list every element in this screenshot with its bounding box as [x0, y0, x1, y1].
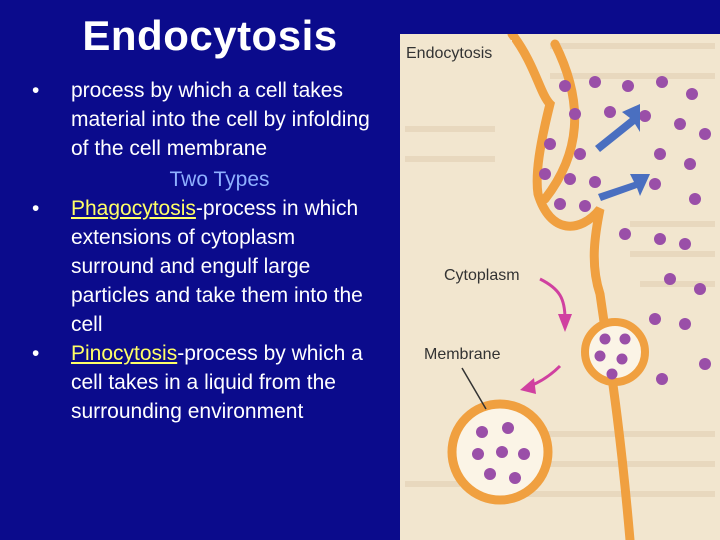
intro-text: process by which a cell takes material i… — [71, 79, 370, 160]
vesicle-particles — [472, 333, 631, 484]
bullet-glyph: • — [32, 342, 40, 365]
figure-title: Endocytosis — [406, 45, 492, 62]
bullet-phagocytosis: • Phagocytosis-process in which extensio… — [32, 194, 372, 339]
bullet-intro: • process by which a cell takes material… — [32, 76, 372, 163]
membrane-pointer — [461, 367, 487, 410]
cytoplasm-arrow — [539, 277, 567, 320]
definition-phagocytosis: -process in which extensions of cytoplas… — [71, 197, 363, 336]
faint-text-texture — [405, 43, 715, 497]
figure-title-backdrop — [402, 40, 512, 64]
membrane-fold — [540, 39, 580, 204]
page-title: Endocytosis — [82, 12, 338, 59]
endocytosis-figure: Endocytosis Cytoplasm Membrane — [400, 34, 720, 540]
cytoplasm-arrowhead — [558, 314, 572, 332]
extracellular-particles — [539, 76, 711, 385]
bullet-glyph: • — [32, 79, 40, 102]
subheading: Two Types — [169, 168, 270, 191]
membrane-arrowhead — [520, 378, 536, 394]
label-cytoplasm: Cytoplasm — [444, 267, 520, 284]
definition-pinocytosis: -process by which a cell takes in a liqu… — [71, 342, 363, 423]
inflow-arrows — [595, 104, 650, 201]
bullet-list: • process by which a cell takes material… — [32, 76, 372, 426]
term-pinocytosis: Pinocytosis — [71, 342, 178, 365]
figure-illustration: Endocytosis Cytoplasm Membrane — [402, 34, 715, 540]
term-phagocytosis: Phagocytosis — [71, 197, 196, 220]
bullet-glyph: • — [32, 197, 40, 220]
bullet-pinocytosis: • Pinocytosis-process by which a cell ta… — [32, 339, 372, 426]
label-membrane: Membrane — [424, 346, 501, 363]
